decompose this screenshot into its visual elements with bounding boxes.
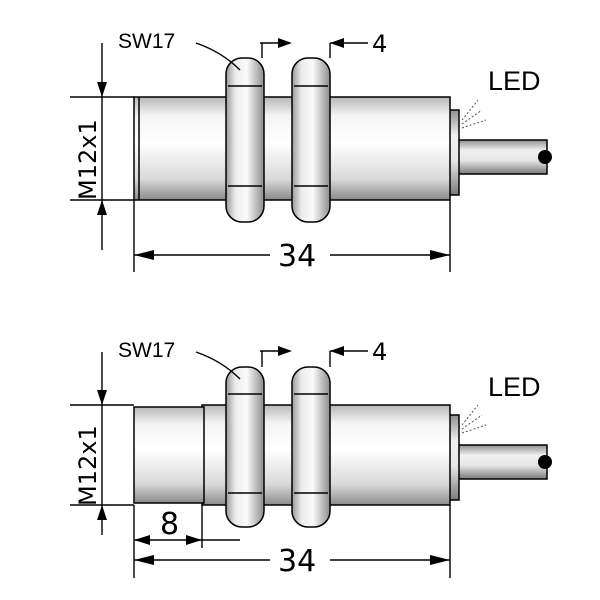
thread-label: M12x1 (74, 119, 102, 200)
nut-gap-dimension: 4 (260, 338, 387, 367)
nut-left (225, 57, 265, 223)
led-label: LED (488, 372, 541, 402)
view-bottom: LED SW17 4 M12x1 8 (70, 338, 552, 579)
length-label: 34 (278, 239, 316, 274)
cable (448, 109, 552, 196)
nut-gap-label: 4 (372, 338, 387, 366)
led-rays (461, 99, 487, 129)
front-length-label: 8 (160, 507, 179, 542)
length-dimension: 34 (133, 505, 451, 579)
led-label: LED (488, 66, 541, 96)
nut-gap-dimension: 4 (260, 30, 387, 58)
sensor-front-section (133, 406, 205, 504)
cable-end-dot (538, 455, 552, 469)
nut-right (291, 57, 331, 223)
led-rays (461, 404, 487, 434)
cable (448, 414, 552, 501)
length-dimension: 34 (133, 200, 451, 274)
nut-right (291, 366, 331, 528)
length-label: 34 (278, 544, 316, 579)
thread-dimension: M12x1 (70, 352, 134, 535)
thread-label: M12x1 (74, 425, 102, 506)
thread-dimension: M12x1 (70, 43, 134, 250)
nut-left (225, 366, 265, 528)
wrench-size-label: SW17 (118, 339, 175, 362)
view-top: LED SW17 4 M12x1 (70, 30, 552, 274)
cable-end-dot (538, 150, 552, 164)
wrench-size-label: SW17 (118, 30, 175, 53)
front-length-dimension: 8 (134, 505, 240, 548)
nut-gap-label: 4 (372, 30, 387, 58)
